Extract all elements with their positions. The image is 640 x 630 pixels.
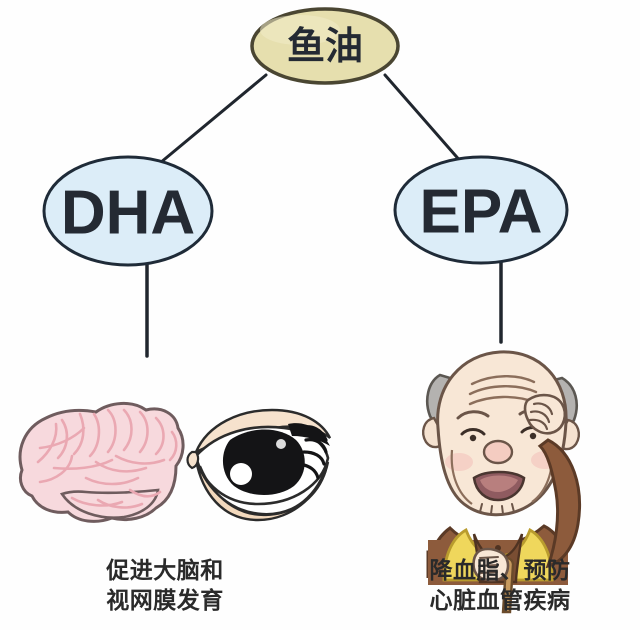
caption-dha-line2: 视网膜发育 [106,588,224,614]
man-eyebrow-left [456,410,490,420]
connector-fishoil-to-epa [383,73,464,165]
man-nose [482,439,514,465]
eye-highlight [230,463,252,485]
elderly-man-illustration [422,350,582,614]
man-fingers [528,402,554,431]
caption-epa-line1: 降血脂、预防 [429,558,571,584]
node-fish-oil[interactable]: 鱼油 [250,7,400,85]
node-epa[interactable]: EPA [393,155,569,265]
eye-lower-crease [198,465,328,517]
dha-ellipse [42,155,214,267]
brain-illustration [18,402,185,523]
fish-oil-highlight [260,15,340,45]
man-cheek-left [445,453,473,471]
man-pupil-left [469,434,477,442]
caption-dha: 促进大脑和 视网膜发育 [40,556,290,616]
epa-label: EPA [420,178,543,247]
node-dha[interactable]: DHA [42,155,214,267]
man-chin-lines [479,503,515,515]
brain-folds [36,408,178,509]
connector-fishoil-to-dha [158,73,268,165]
man-cane-fingers [478,556,499,574]
man-pupil-right [529,432,537,440]
caption-dha-line1: 促进大脑和 [106,558,224,584]
fish-oil-label: 鱼油 [287,24,363,68]
caption-epa: 降血脂、预防 心脏血管疾病 [375,556,625,616]
man-eye-left [460,428,486,436]
eye-inner-corner [186,450,200,470]
man-arm-raised [537,438,582,569]
epa-ellipse [393,155,569,265]
connector-group [145,73,503,358]
caption-epa-line2: 心脏血管疾病 [429,588,571,614]
eye-highlight-small [276,439,286,449]
man-mouth-inner [480,475,518,492]
eye-illustration [186,408,332,522]
dha-label: DHA [61,179,195,248]
eye-iris [222,429,305,495]
eye-lash-mass [288,423,330,446]
man-smile-line-left [450,449,473,505]
